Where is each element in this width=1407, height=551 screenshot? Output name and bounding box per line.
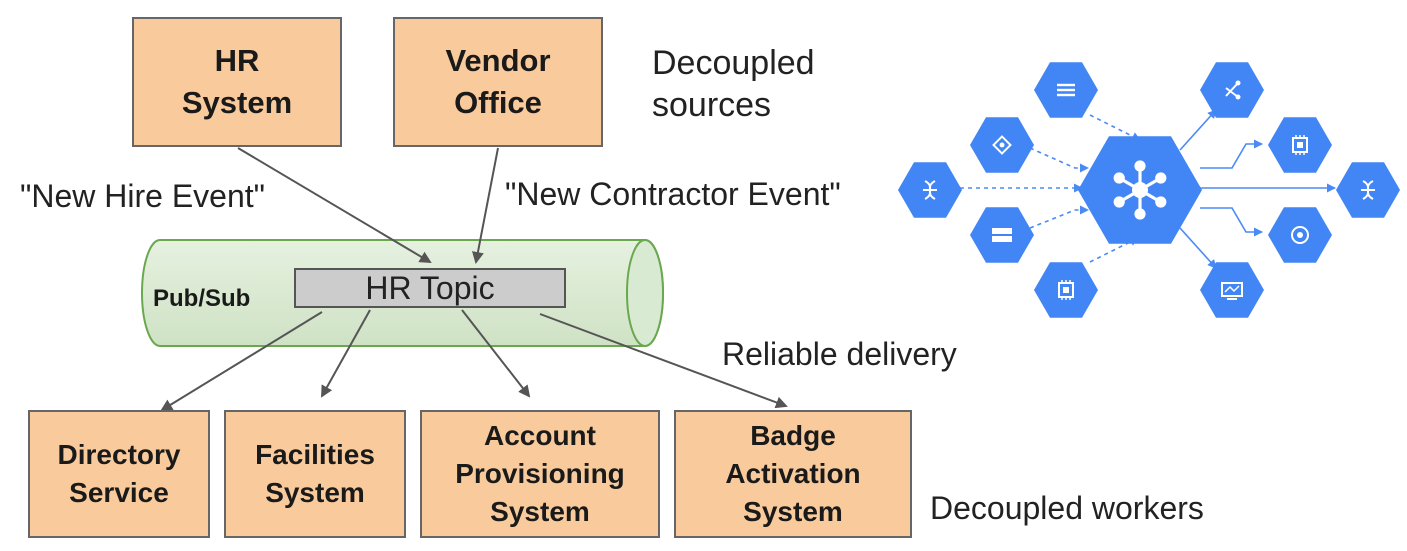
share-icon [1200,62,1264,118]
facilities-system-box: Facilities System [224,410,406,538]
vendor-office-label: Vendor Office [445,43,551,120]
monitor-icon [1200,262,1264,318]
facilities-arrow [321,309,371,398]
hr-event-arrow [237,147,432,264]
hex-connectors [960,109,1336,269]
new-contractor-event-label: "New Contractor Event" [505,176,841,212]
target-icon [1268,207,1332,263]
vendor-event-arrow [472,147,499,264]
reliable-delivery-caption: Reliable delivery [722,336,957,372]
hr-topic: HR Topic [294,268,566,308]
badge-activation-box: Badge Activation System [674,410,912,538]
pubsub-hub-icon [1078,136,1202,244]
directory-arrow [160,311,323,412]
storage-icon [970,207,1034,263]
hr-system-label: HR System [181,43,293,120]
badge-arrow [539,313,788,409]
badge-activation-label: Badge Activation System [725,420,861,527]
facilities-system-label: Facilities System [255,439,375,508]
account-arrow [461,309,531,398]
chip-icon [1034,262,1098,318]
decoupled-workers-caption: Decoupled workers [930,490,1204,526]
directory-service-label: Directory Service [57,439,181,508]
decoupled-sources-caption: Decoupled sources [652,44,815,124]
list-icon [1034,62,1098,118]
new-hire-event-label: "New Hire Event" [20,178,266,214]
directory-service-box: Directory Service [28,410,210,538]
dataflow-icon [1336,162,1400,218]
vendor-office-box: Vendor Office [393,17,603,147]
settings-diamond-icon [970,117,1034,173]
chip-icon [1268,117,1332,173]
dataflow-icon [898,162,962,218]
account-provisioning-label: Account Provisioning System [455,420,625,527]
hr-system-box: HR System [132,17,342,147]
pubsub-label: Pub/Sub [153,285,251,312]
hex-icons [898,62,1400,318]
account-provisioning-box: Account Provisioning System [420,410,660,538]
